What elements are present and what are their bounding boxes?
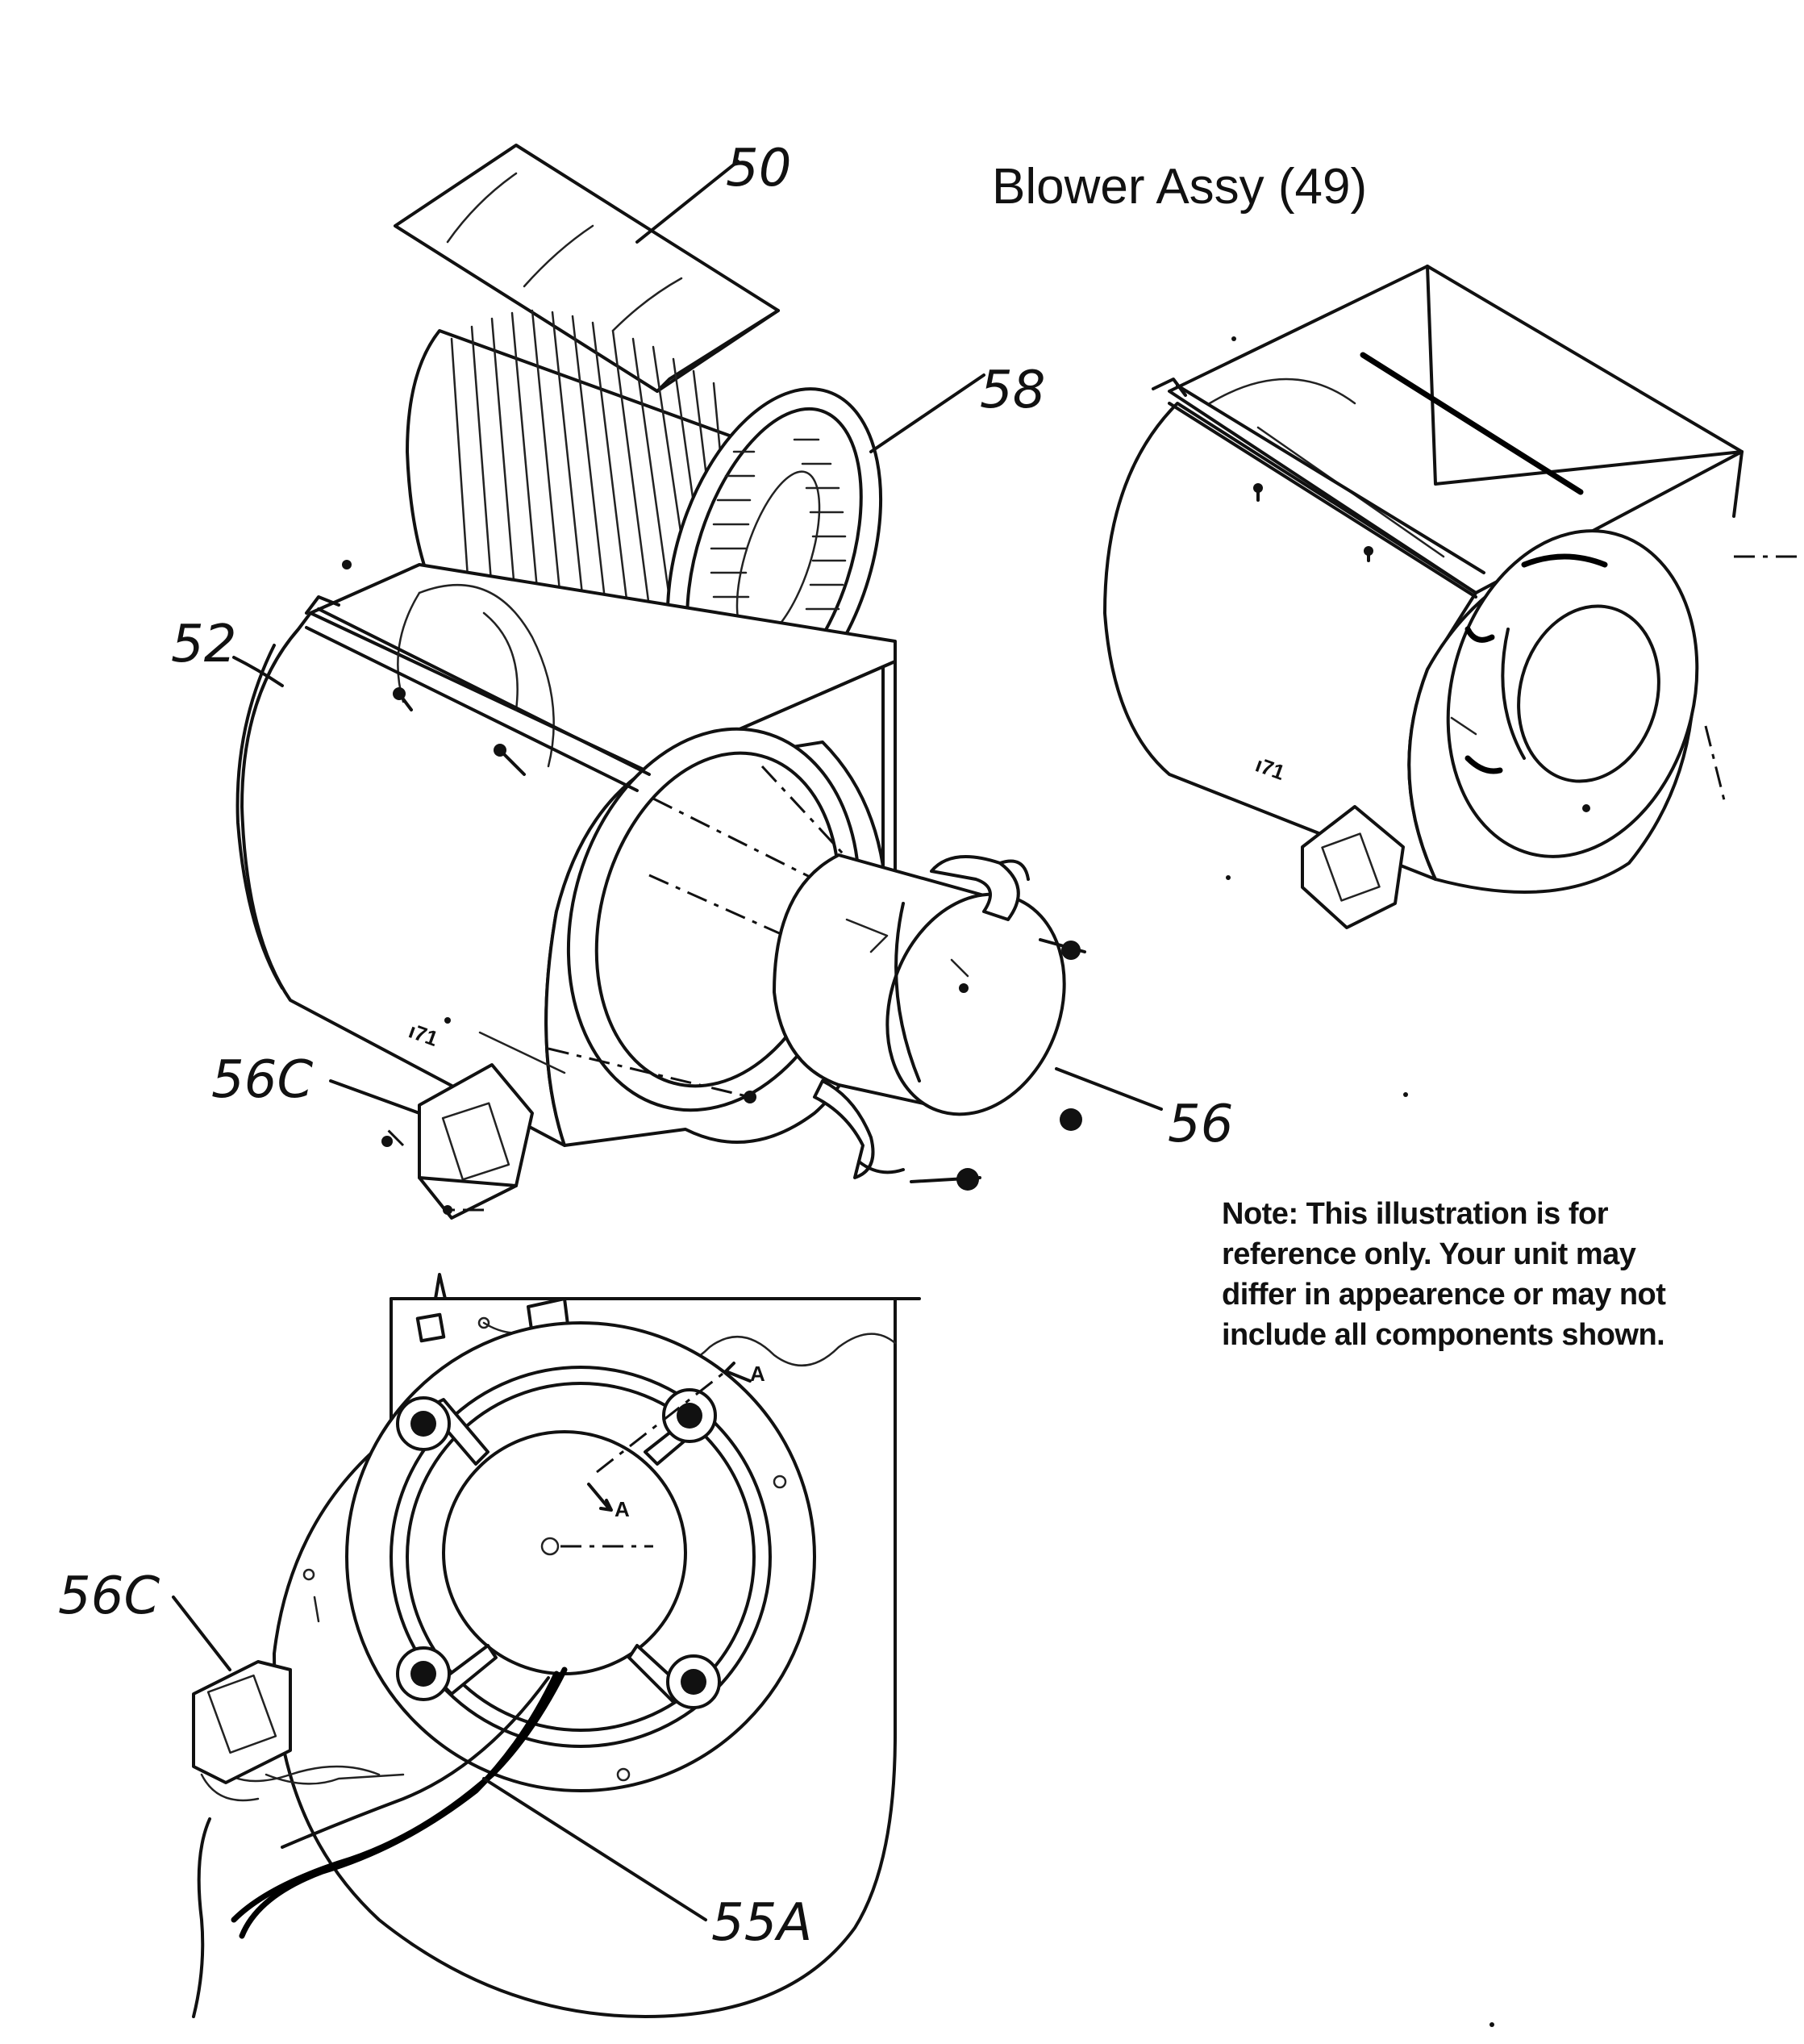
- reference-note: Note: This illustration is for reference…: [1222, 1197, 1667, 1352]
- callout-52: 52: [171, 615, 236, 674]
- note-line-2: reference only. Your unit may: [1222, 1237, 1636, 1271]
- exploded-view: ı71: [171, 139, 1233, 1220]
- callout-58: 58: [980, 361, 1045, 420]
- callout-50: 50: [726, 139, 791, 198]
- callout-56c-top: 56C: [211, 1050, 313, 1110]
- section-mark-a2: A: [615, 1497, 630, 1521]
- callout-55a: 55A: [711, 1893, 812, 1953]
- note-line-3: differ in appearence or may not: [1222, 1278, 1666, 1312]
- note-line-1: Note: This illustration is for: [1222, 1197, 1609, 1231]
- capacitor-56c-bottom: [192, 1660, 405, 1802]
- cutoff-plate-50: [394, 144, 780, 393]
- callout-56c-bottom: 56C: [58, 1566, 160, 1626]
- section-mark-a1: A: [750, 1362, 765, 1386]
- capacitor-56c-top: [381, 1063, 534, 1220]
- diagram-title: Blower Assy (49): [992, 159, 1367, 215]
- motor-mount-grommets: [396, 1388, 721, 1709]
- side-view: A A 56C 55A: [58, 1273, 921, 2018]
- assembled-view: ı71: [1103, 265, 1804, 929]
- motor-bolts: [910, 938, 1086, 1191]
- note-line-4: include all components shown.: [1222, 1318, 1664, 1352]
- exploded-callouts: 50 58 52 56C 56: [171, 139, 1233, 1154]
- callout-56: 56: [1168, 1095, 1233, 1154]
- motor-56: [773, 853, 1086, 1191]
